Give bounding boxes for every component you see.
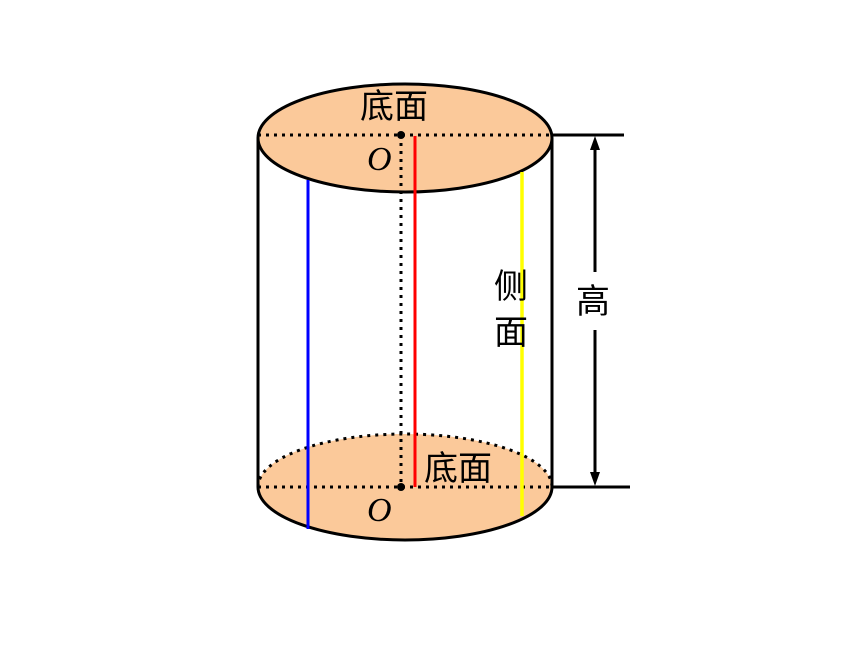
bottom-base-label: 底面: [424, 449, 492, 489]
bottom-center-point: [397, 483, 405, 491]
bottom-base-front-arc: [256, 486, 554, 542]
lateral-face-label-2: 面: [494, 313, 528, 353]
top-base-label: 底面: [360, 87, 428, 127]
top-center-point: [397, 131, 405, 139]
height-arrow-up: [590, 136, 600, 150]
lateral-face-label-1: 侧: [494, 267, 528, 307]
top-center-label: O: [367, 141, 392, 178]
height-label: 高: [576, 282, 610, 322]
bottom-center-label: O: [367, 492, 392, 529]
top-base-ellipse: [256, 82, 554, 194]
height-arrow-down: [590, 472, 600, 486]
